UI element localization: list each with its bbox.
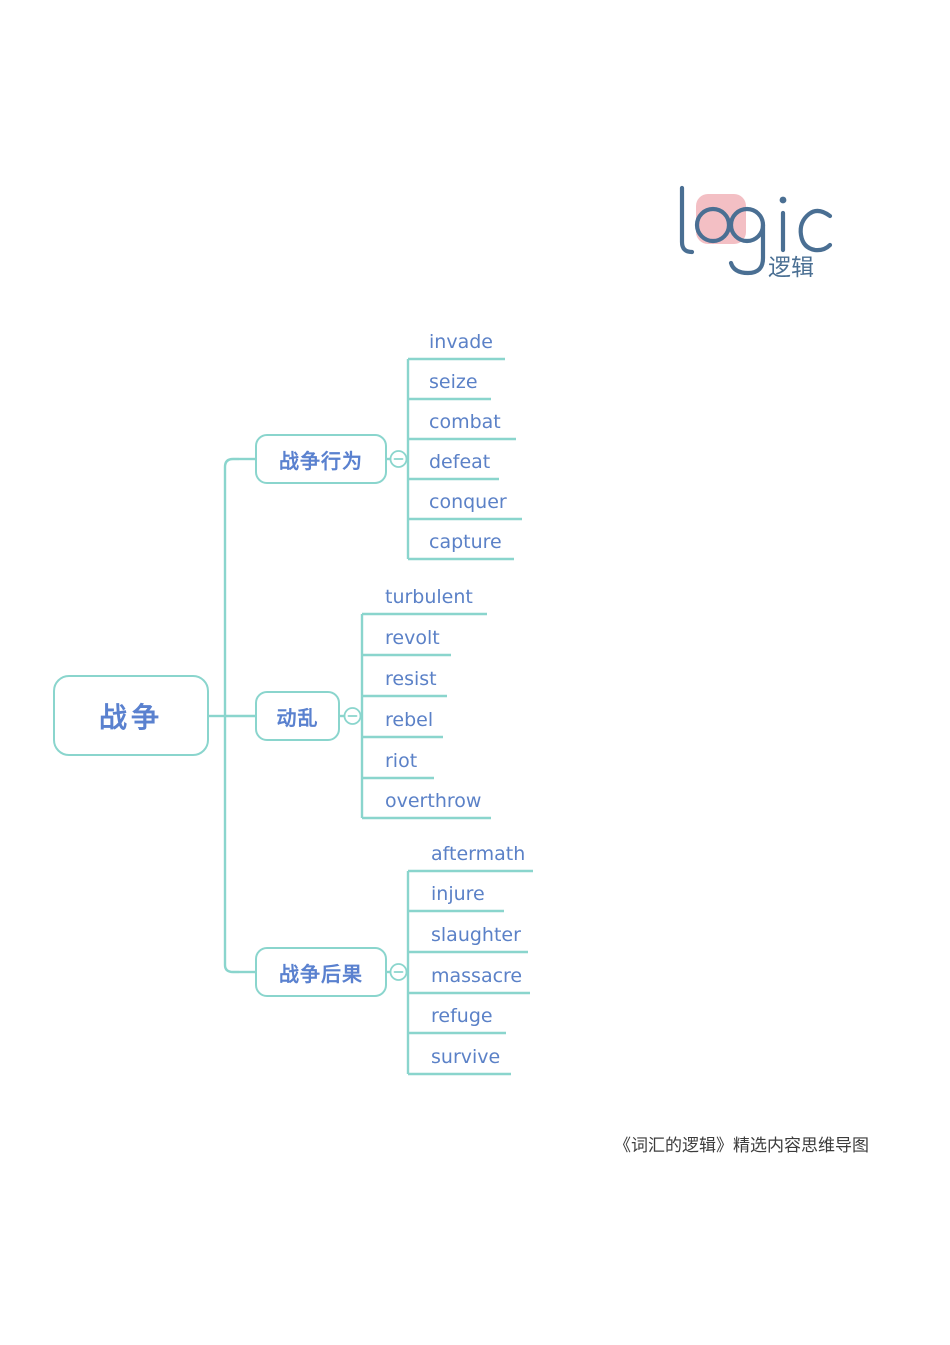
branch-node-turmoil[interactable]: 动乱 — [255, 691, 340, 741]
leaf-node[interactable]: revolt — [385, 627, 440, 649]
leaf-node[interactable]: turbulent — [385, 586, 473, 608]
leaf-node[interactable]: aftermath — [431, 843, 526, 865]
leaf-node[interactable]: injure — [431, 883, 485, 905]
leaf-node[interactable]: refuge — [431, 1005, 493, 1027]
collapse-minus-icon-branch-2 — [389, 963, 408, 981]
logo-wordmark-strokes — [679, 185, 833, 276]
leaf-node[interactable]: overthrow — [385, 790, 482, 812]
logo-chinese-text: 逻辑 — [768, 255, 814, 281]
leaf-node[interactable]: combat — [429, 411, 501, 433]
leaf-node[interactable]: rebel — [385, 709, 434, 731]
leaf-node[interactable]: massacre — [431, 965, 523, 987]
logic-logo: 逻辑 — [668, 180, 838, 285]
branch-node-war-consequences[interactable]: 战争后果 — [255, 947, 387, 997]
leaf-node[interactable]: slaughter — [431, 924, 521, 946]
leaf-node[interactable]: capture — [429, 531, 502, 553]
leaf-node[interactable]: riot — [385, 750, 418, 772]
leaf-node[interactable]: defeat — [429, 451, 491, 473]
leaf-node[interactable]: invade — [429, 331, 493, 353]
leaf-node[interactable]: survive — [431, 1046, 501, 1068]
root-node[interactable]: 战争 — [53, 675, 209, 756]
leaf-node[interactable]: seize — [429, 371, 478, 393]
leaf-node[interactable]: conquer — [429, 491, 507, 513]
leaf-node[interactable]: resist — [385, 668, 437, 690]
toggle-icons — [343, 450, 408, 981]
collapse-minus-icon-branch-1 — [343, 707, 362, 725]
branch-node-war-acts[interactable]: 战争行为 — [255, 434, 387, 484]
collapse-minus-icon-branch-0 — [389, 450, 408, 468]
logo-i-dot — [779, 196, 787, 204]
footer-caption: 《词汇的逻辑》精选内容思维导图 — [614, 1136, 869, 1156]
